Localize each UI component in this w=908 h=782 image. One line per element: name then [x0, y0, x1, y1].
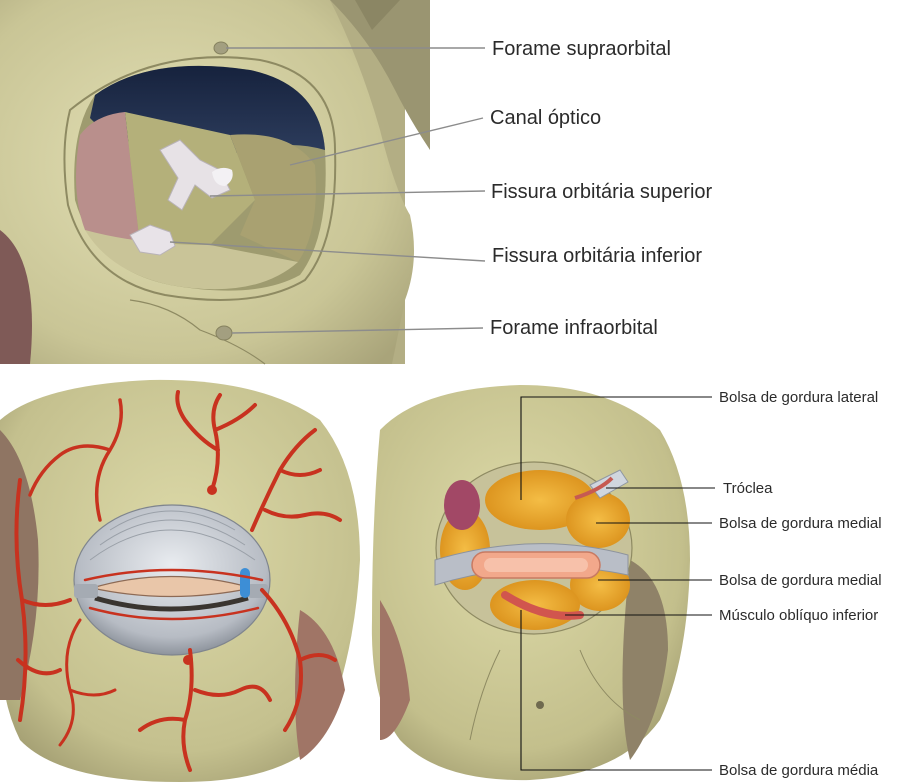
label-bolsa-gordura-media: Bolsa de gordura média	[719, 762, 879, 779]
fat-central-lower-cluster	[490, 580, 580, 630]
infraorbital-foramen	[216, 326, 232, 340]
label-troclea: Tróclea	[723, 480, 773, 497]
canthal-tendon-left	[74, 584, 98, 598]
label-canal-optico: Canal óptico	[490, 107, 601, 129]
fat-medial-upper-cluster	[566, 492, 630, 548]
label-bolsa-gordura-lateral: Bolsa de gordura lateral	[719, 389, 878, 406]
label-bolsa-gordura-medial-1: Bolsa de gordura medial	[719, 515, 882, 532]
label-musculo-obliquo-inferior: Músculo oblíquo inferior	[719, 607, 878, 624]
label-forame-supraorbital: Forame supraorbital	[492, 38, 671, 60]
label-bolsa-gordura-medial-2: Bolsa de gordura medial	[719, 572, 882, 589]
top-labels: Forame supraorbital Canal óptico Fissura…	[490, 38, 713, 339]
tarsal-plate-inner	[484, 558, 588, 572]
lacrimal-gland	[444, 480, 480, 530]
label-forame-infraorbital: Forame infraorbital	[490, 317, 658, 339]
top-orbit-illustration	[0, 0, 430, 364]
label-fissura-orbitaria-superior: Fissura orbitária superior	[491, 181, 713, 203]
bottom-right-orbital-fat-illustration	[372, 385, 690, 780]
bottom-labels: Bolsa de gordura lateral Tróclea Bolsa d…	[719, 389, 882, 779]
bottom-left-eyelid-vascular-illustration	[0, 380, 360, 782]
artery-node-2	[183, 655, 193, 665]
label-fissura-orbitaria-inferior: Fissura orbitária inferior	[492, 245, 702, 267]
lacrimal-sac	[240, 568, 250, 598]
artery-node-1	[207, 485, 217, 495]
foramen-right	[536, 701, 544, 709]
supraorbital-foramen	[214, 42, 228, 54]
